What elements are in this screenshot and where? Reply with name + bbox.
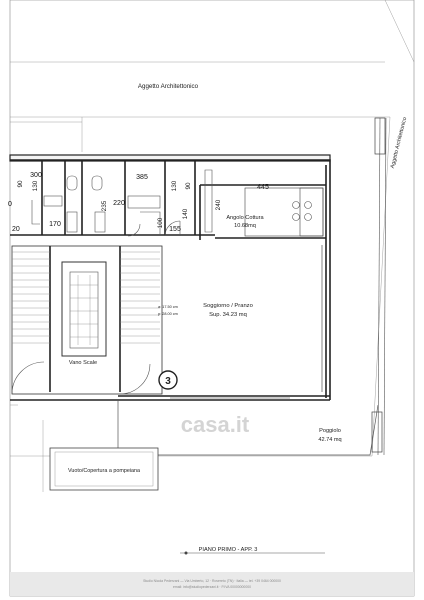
label-vuoto: Vuoto/Copertura a pompeiana (68, 468, 140, 474)
footer-line-2: email: info@studiopederzani.it · P.IVA 0… (173, 585, 251, 589)
pergola-box (49, 447, 159, 491)
label-poggiolo: Poggiolo (319, 428, 341, 434)
apartment-number: 3 (165, 376, 171, 387)
label-stair-alzata: a: 17.50 cm (158, 305, 178, 309)
dim-90-right: 90 (185, 182, 192, 190)
footer-band (10, 572, 414, 596)
staircase (11, 200, 163, 395)
dim-300: 300 (30, 172, 42, 179)
apartment-marker (158, 370, 178, 390)
label-angolo-cottura: Angolo Cottura (226, 215, 264, 221)
label-angolo-cottura-area: 10.68mq (234, 223, 256, 229)
dim-235: 235 (101, 200, 108, 211)
balcony (117, 400, 379, 456)
interior-walls (10, 160, 326, 240)
dim-90-left: 90 (17, 180, 24, 188)
pergola-inner (54, 451, 154, 487)
dim-100: 100 (157, 217, 164, 228)
dim-170: 170 (49, 221, 61, 228)
label-vano-scale: Vano Scale (69, 360, 97, 366)
construction-lines (10, 0, 415, 492)
label-soggiorno-area: Sup. 34.23 mq (209, 312, 247, 318)
exterior-walls (9, 154, 331, 401)
dim-240: 240 (215, 199, 222, 210)
dim-155: 155 (169, 226, 181, 233)
label-stair-pedata: p: 28.00 cm (158, 312, 178, 316)
footer-line-1: Studio Nicola Pederzani — Via Umberto, 1… (143, 579, 281, 583)
dim-140: 140 (182, 208, 189, 219)
dim-130-right: 130 (171, 180, 178, 191)
dim-220: 220 (113, 200, 125, 207)
dim-20: 20 (12, 226, 20, 233)
bathroom-fixtures (43, 175, 161, 233)
kitchen-counter (244, 187, 324, 237)
door-swings (127, 220, 181, 237)
watermark: casa.it (181, 412, 250, 437)
label-aggetto-top: Aggetto Architettonico (138, 83, 199, 90)
glazing (170, 245, 323, 399)
title-bullet (184, 551, 188, 555)
plan-title: PIANO PRIMO - APP. 3 (199, 547, 258, 553)
right-overhang (371, 117, 387, 456)
dim-445: 445 (257, 184, 269, 191)
label-poggiolo-area: 42.74 mq (318, 437, 341, 443)
dim-130-left: 130 (32, 180, 39, 191)
dim-0: 0 (8, 201, 12, 208)
label-soggiorno: Soggiorno / Pranzo (203, 303, 253, 309)
dim-385: 385 (136, 174, 148, 181)
